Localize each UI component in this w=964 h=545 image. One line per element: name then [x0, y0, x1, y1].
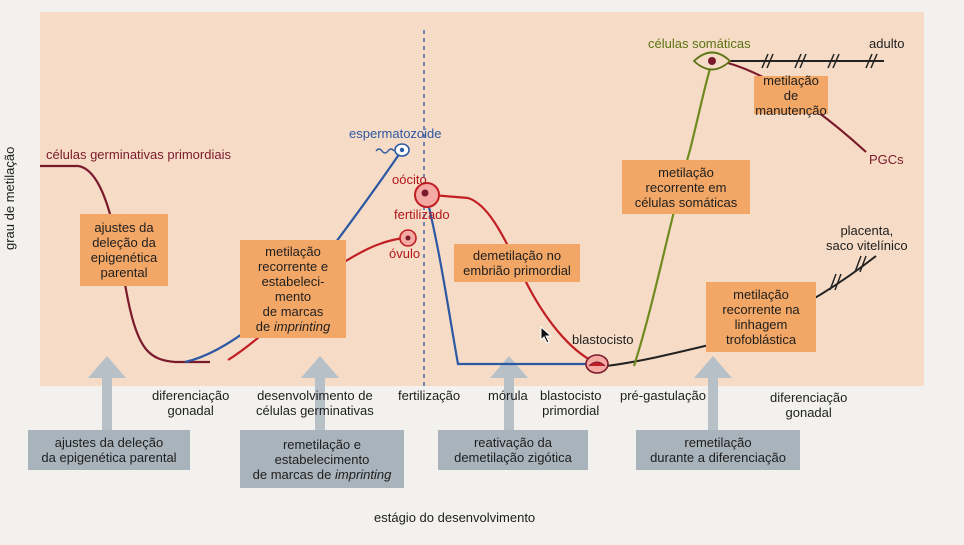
stage-diferenciacao-gonadal-1: diferenciação gonadal — [152, 388, 229, 418]
box-line: demetilação no — [472, 248, 562, 263]
box-line: embrião primordial — [463, 263, 571, 278]
label-fertilizado: fertilizado — [394, 207, 450, 222]
box-line: trofoblástica — [725, 332, 797, 347]
label-ovulo: óvulo — [389, 246, 421, 261]
box-line: recorrente na — [722, 302, 800, 317]
stage-line: blastocisto — [540, 388, 602, 403]
label-blastocisto: blastocisto — [572, 332, 634, 347]
sperm-tail-icon — [375, 148, 395, 154]
stage-diferenciacao-gonadal-2: diferenciação gonadal — [770, 390, 847, 420]
label-placenta: placenta, saco vitelínico — [826, 223, 908, 253]
box-line: estabeleci- — [261, 274, 325, 289]
curve-paternal-demethylation — [424, 194, 594, 366]
box-metilacao-manutencao: metilação de manutenção — [754, 72, 828, 118]
mechanism-line-italic: imprinting — [335, 466, 392, 482]
box-metilacao-imprinting: metilação recorrente e estabeleci- mento… — [240, 240, 346, 338]
stage-line: desenvolvimento de — [257, 388, 373, 403]
mechanism-remetilacao-imprinting: remetilação e estabelecimento de marcas … — [240, 430, 404, 488]
axis-breaks-adult — [761, 53, 878, 69]
axis-breaks-placenta — [829, 255, 867, 291]
stage-line: diferenciação — [770, 390, 848, 405]
stage-line: gonadal — [167, 403, 214, 418]
mechanism-remetilacao-diferenciacao: remetilação durante a diferenciação — [636, 430, 800, 470]
label-adulto: adulto — [869, 36, 905, 51]
y-axis-label: grau de metilação — [2, 146, 17, 250]
ovum-nucleus-icon — [405, 235, 411, 241]
box-line: metilação — [658, 164, 714, 180]
box-line: metilação — [733, 287, 789, 302]
box-metilacao-trofoblastica: metilação recorrente na linhagem trofobl… — [706, 282, 816, 352]
mechanism-line-imprinting: de marcas de imprinting — [253, 467, 392, 482]
x-axis-label: estágio do desenvolvimento — [374, 510, 536, 525]
stage-pre-gastulacao: pré-gastulação — [620, 388, 706, 403]
sperm-nucleus-icon — [399, 147, 405, 153]
stage-fertilizacao: fertilização — [398, 388, 460, 403]
label-oocito-line-1: oócito — [392, 172, 427, 187]
mechanism-line: reativação da — [473, 435, 553, 450]
arrow-up-4 — [694, 356, 732, 430]
arrow-up-3 — [490, 356, 528, 430]
stage-blastocisto-primordial: blastocisto primordial — [540, 388, 601, 418]
box-line-imprinting: de imprinting — [256, 319, 330, 334]
stage-line: pré-gastulação — [620, 388, 706, 403]
mechanism-line: estabelecimento — [274, 451, 370, 467]
somatic-nucleus-icon — [708, 57, 716, 65]
box-line: deleção da — [92, 235, 156, 250]
stage-line: mórula — [488, 388, 528, 403]
mechanism-line: remetilação — [684, 435, 752, 450]
oocyte-pronucleus-icon — [421, 189, 429, 197]
box-ajustes-delecao: ajustes da deleção da epigenética parent… — [80, 214, 168, 286]
mechanism-line: durante a diferenciação — [650, 450, 786, 465]
stage-line: fertilização — [398, 388, 461, 403]
stage-morula: mórula — [488, 388, 528, 403]
mechanism-line: demetilação zigótica — [454, 450, 572, 465]
box-line: recorrente em — [645, 179, 727, 195]
box-metilacao-somaticas: metilação recorrente em células somática… — [622, 160, 750, 214]
label-pgcs: PGCs — [869, 152, 904, 167]
label-espermatozoide: espermatozoide — [349, 126, 442, 141]
label-celulas-germinativas: células germinativas primordiais — [46, 147, 231, 162]
curve-germ-cells — [40, 164, 210, 364]
box-line: linhagem — [734, 317, 788, 332]
label-placenta-line-2: saco vitelínico — [826, 238, 908, 253]
mechanism-line: remetilação e — [282, 436, 362, 452]
label-placenta-line-1: placenta, — [840, 223, 894, 238]
box-line: células somáticas — [634, 194, 738, 210]
arrow-up-1 — [88, 356, 126, 430]
stage-line: gonadal — [785, 405, 832, 420]
mechanism-reativacao-demetilacao: reativação da demetilação zigótica — [438, 430, 588, 470]
box-line: metilação — [265, 244, 321, 259]
box-line: ajustes da — [94, 220, 154, 235]
arrows — [88, 356, 732, 430]
blastocyst-inner-mass-icon — [588, 361, 606, 367]
box-line: recorrente e — [257, 259, 329, 274]
mechanism-line-prefix: de marcas de — [252, 466, 335, 482]
box-line-italic: imprinting — [273, 319, 331, 334]
box-line: de marcas — [262, 304, 324, 319]
mechanism-line: ajustes da deleção — [54, 435, 164, 450]
mechanism-line: da epigenética parental — [41, 450, 177, 465]
box-line: manutenção — [755, 102, 827, 118]
label-celulas-somaticas: células somáticas — [648, 36, 751, 51]
box-line: epigenética — [90, 250, 158, 265]
label-oocito: oócito — [392, 172, 427, 187]
mouse-cursor-icon — [540, 326, 553, 344]
box-line: metilação de — [763, 72, 819, 103]
mechanism-ajustes-delecao: ajustes da deleção da epigenética parent… — [28, 430, 190, 470]
box-demetilacao-embriao: demetilação no embrião primordial — [454, 244, 580, 282]
stage-line: primordial — [542, 403, 600, 418]
arrow-up-2 — [301, 356, 339, 430]
stage-line: células germinativas — [256, 403, 374, 418]
box-line: parental — [100, 265, 148, 280]
box-line: mento — [274, 289, 312, 304]
box-line-prefix: de — [255, 319, 274, 334]
stage-desenvolvimento-celulas: desenvolvimento de células germinativas — [256, 388, 374, 418]
stage-line: diferenciação — [152, 388, 230, 403]
